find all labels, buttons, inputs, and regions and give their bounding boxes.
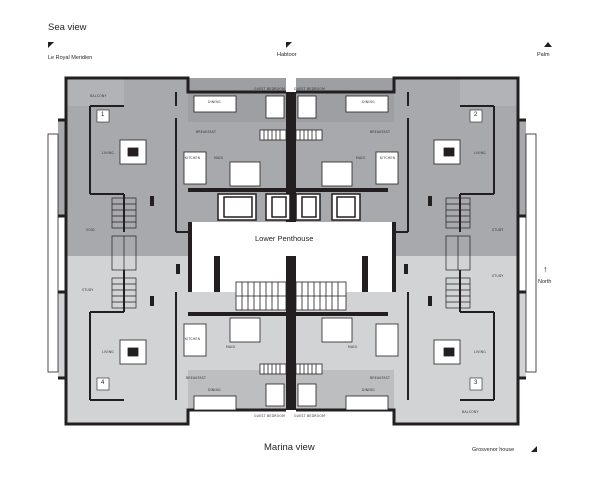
room-label: STUDY <box>82 288 94 292</box>
room-label: LIVING <box>102 350 114 354</box>
unit-number: 3 <box>474 380 478 386</box>
living-sets <box>119 139 461 365</box>
room-label: DINING <box>208 100 221 104</box>
closet-stripes <box>259 129 323 375</box>
balcony-rails <box>47 133 537 373</box>
room-label: LIVING <box>474 350 486 354</box>
room-label: GUEST BEDROOM <box>294 87 326 91</box>
room-label: BREAKFAST <box>196 130 217 134</box>
unit-number: 1 <box>101 112 105 118</box>
north-arrow-icon: ↑ <box>543 264 548 274</box>
facade-columns <box>150 196 432 306</box>
dining-tables <box>193 95 389 411</box>
room-label: STUDY <box>492 274 504 278</box>
room-label: MAID <box>348 345 358 349</box>
grosvenor-label: Grosvenor house <box>472 447 515 453</box>
room-label: MAID <box>214 156 224 160</box>
room-label: MAID <box>356 156 366 160</box>
room-label: DINING <box>362 388 375 392</box>
arrow-grosvenor-icon <box>531 446 537 452</box>
room-label: KITCHEN <box>185 337 201 341</box>
habtoor-label: Habtoor <box>277 52 297 58</box>
elevators <box>217 193 361 221</box>
inner-walls <box>89 92 495 401</box>
unit-number: 2 <box>474 112 478 118</box>
sea-view-label: Sea view <box>48 22 87 33</box>
bathrooms <box>229 161 353 343</box>
room-label: BALCONY <box>90 94 107 98</box>
stairs <box>235 281 347 311</box>
room-label: GUEST BEDROOM <box>254 414 286 418</box>
core-title: Lower Penthouse <box>255 234 314 243</box>
arrow-habtoor-icon <box>286 42 292 48</box>
core-walls <box>188 92 396 410</box>
room-label: BREAKFAST <box>370 376 391 380</box>
room-label: BREAKFAST <box>370 130 391 134</box>
room-label: VOID <box>86 228 95 232</box>
room-label: LIVING <box>474 151 486 155</box>
beds <box>265 95 317 407</box>
room-label: KITCHEN <box>185 156 201 160</box>
room-label: DINING <box>362 100 375 104</box>
le-royal-label: Le Royal Meridien <box>48 55 93 61</box>
north-label: North <box>538 279 552 285</box>
kitchens <box>183 151 399 357</box>
room-label: STUDY <box>492 228 504 232</box>
unit-number: 4 <box>101 380 105 386</box>
unit-number-boxes <box>96 109 483 391</box>
room-label: DINING <box>208 388 221 392</box>
room-label: MAID <box>226 345 236 349</box>
room-label: BREAKFAST <box>186 376 207 380</box>
marina-view-label: Marina view <box>264 442 315 453</box>
palm-label: Palm <box>537 52 550 58</box>
room-label: LIVING <box>102 151 114 155</box>
room-label: BALCONY <box>462 410 479 414</box>
arrow-le-royal-icon <box>48 42 54 48</box>
arrow-palm-icon <box>544 42 552 47</box>
room-label: GUEST BEDROOM <box>254 87 286 91</box>
room-label: KITCHEN <box>380 156 396 160</box>
side-stairs <box>111 197 471 309</box>
room-label: GUEST BEDROOM <box>294 414 326 418</box>
